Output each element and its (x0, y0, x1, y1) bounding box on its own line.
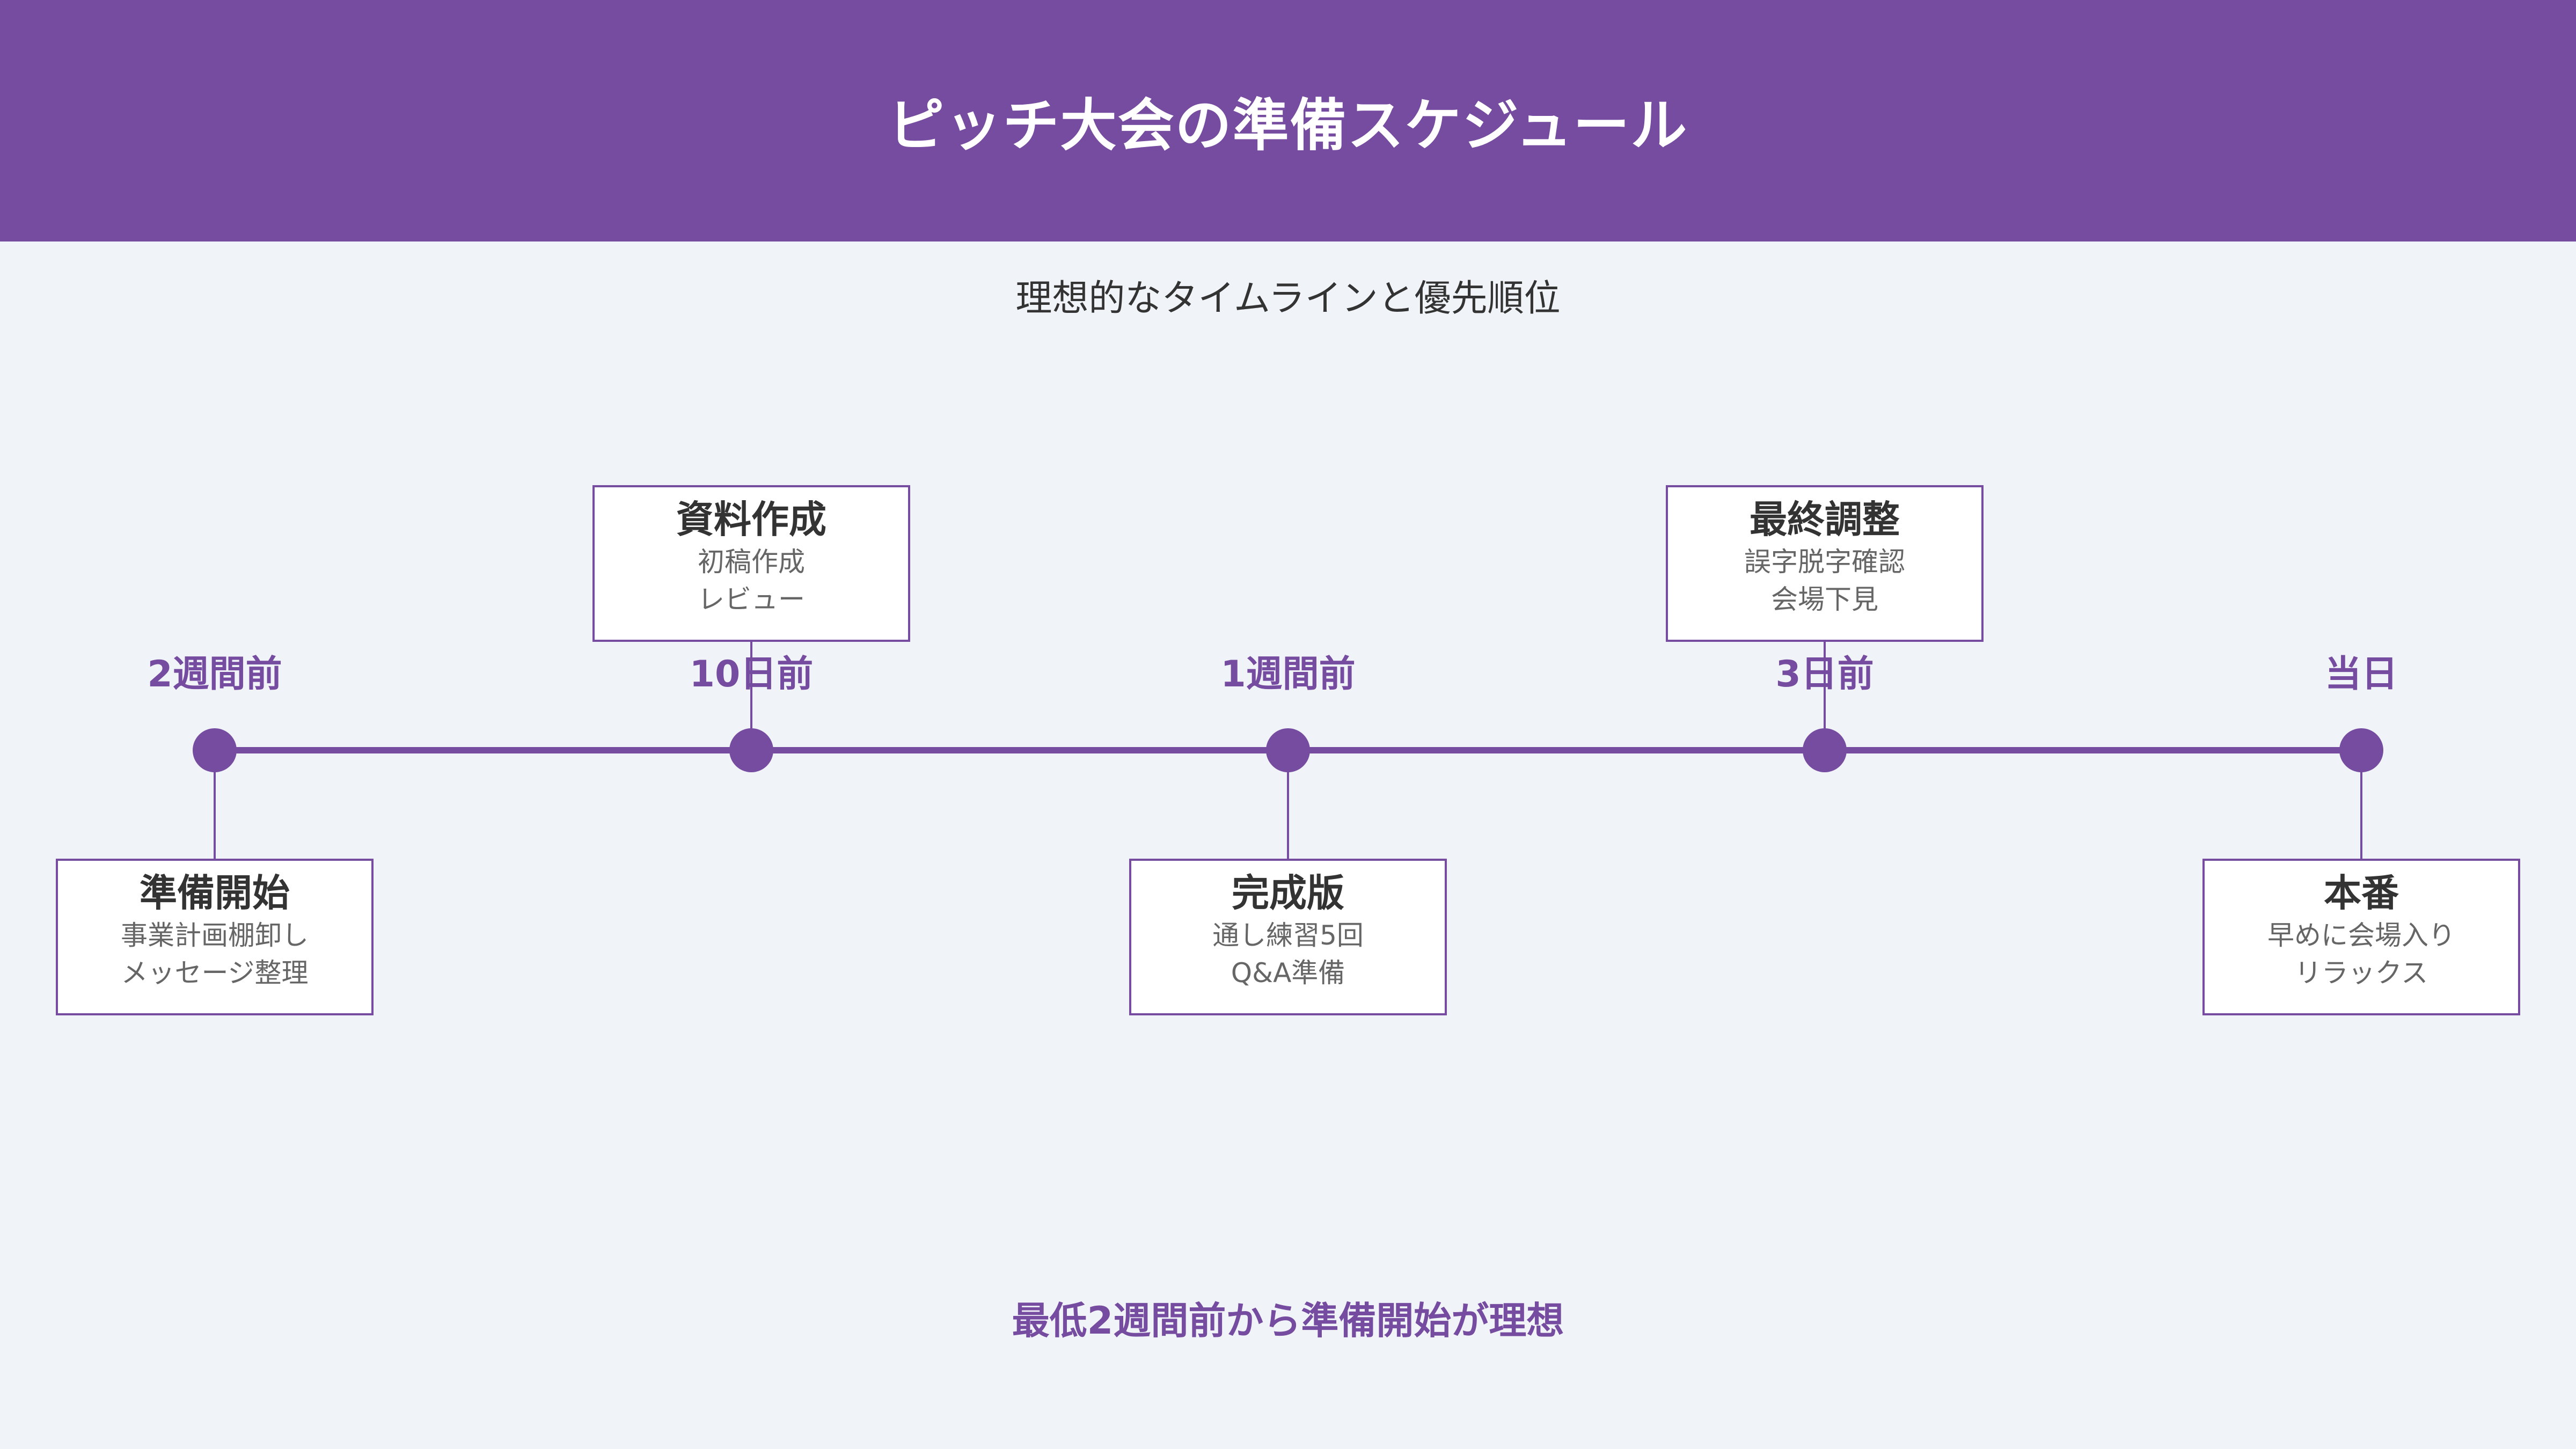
time-label-1-week: 1週間前 (1220, 653, 1356, 696)
milestone-card-show-day: 本番 早めに会場入り リラックス (2202, 859, 2520, 1015)
milestone-title: 完成版 (1232, 871, 1344, 915)
time-label-3-days: 3日前 (1775, 653, 1874, 696)
milestone-title: 本番 (2324, 871, 2399, 915)
connector-line (214, 750, 216, 860)
milestone-detail: 誤字脱字確認 (1744, 546, 1905, 577)
connector-line (1824, 642, 1826, 750)
milestone-detail: リラックス (2294, 957, 2428, 989)
timeline-dot (1266, 728, 1310, 772)
milestone-card-final-version: 完成版 通し練習5回 Q&A準備 (1129, 859, 1447, 1015)
milestone-detail: 会場下見 (1771, 584, 1878, 615)
timeline-dot (2339, 728, 2383, 772)
timeline-dot (193, 728, 237, 772)
time-label-day-of: 当日 (2324, 653, 2398, 696)
milestone-detail: 事業計画棚卸し (121, 920, 309, 951)
timeline-dot (1803, 728, 1847, 772)
connector-line (750, 642, 752, 750)
milestone-title: 最終調整 (1750, 497, 1900, 541)
milestone-title: 資料作成 (676, 497, 826, 541)
milestone-detail: 通し練習5回 (1212, 920, 1364, 951)
milestone-card-materials: 資料作成 初稿作成 レビュー (592, 485, 910, 642)
connector-line (2360, 750, 2362, 860)
milestone-detail: メッセージ整理 (121, 957, 309, 989)
page-title: ピッチ大会の準備スケジュール (888, 93, 1688, 158)
milestone-title: 準備開始 (140, 871, 290, 915)
time-label-10-days: 10日前 (689, 653, 814, 696)
milestone-detail: 早めに会場入り (2267, 920, 2455, 951)
subtitle: 理想的なタイムラインと優先順位 (1015, 277, 1561, 320)
milestone-detail: 初稿作成 (698, 546, 805, 577)
milestone-detail: Q&A準備 (1231, 957, 1345, 989)
milestone-card-prep-start: 準備開始 事業計画棚卸し メッセージ整理 (56, 859, 374, 1015)
connector-line (1287, 750, 1289, 860)
time-label-2-weeks: 2週間前 (147, 653, 282, 696)
timeline-dot (729, 728, 773, 772)
milestone-detail: レビュー (698, 584, 805, 615)
header-banner: ピッチ大会の準備スケジュール (0, 0, 2576, 241)
milestone-card-final-adjust: 最終調整 誤字脱字確認 会場下見 (1666, 485, 1984, 642)
footer-note: 最低2週間前から準備開始が理想 (1012, 1299, 1564, 1343)
